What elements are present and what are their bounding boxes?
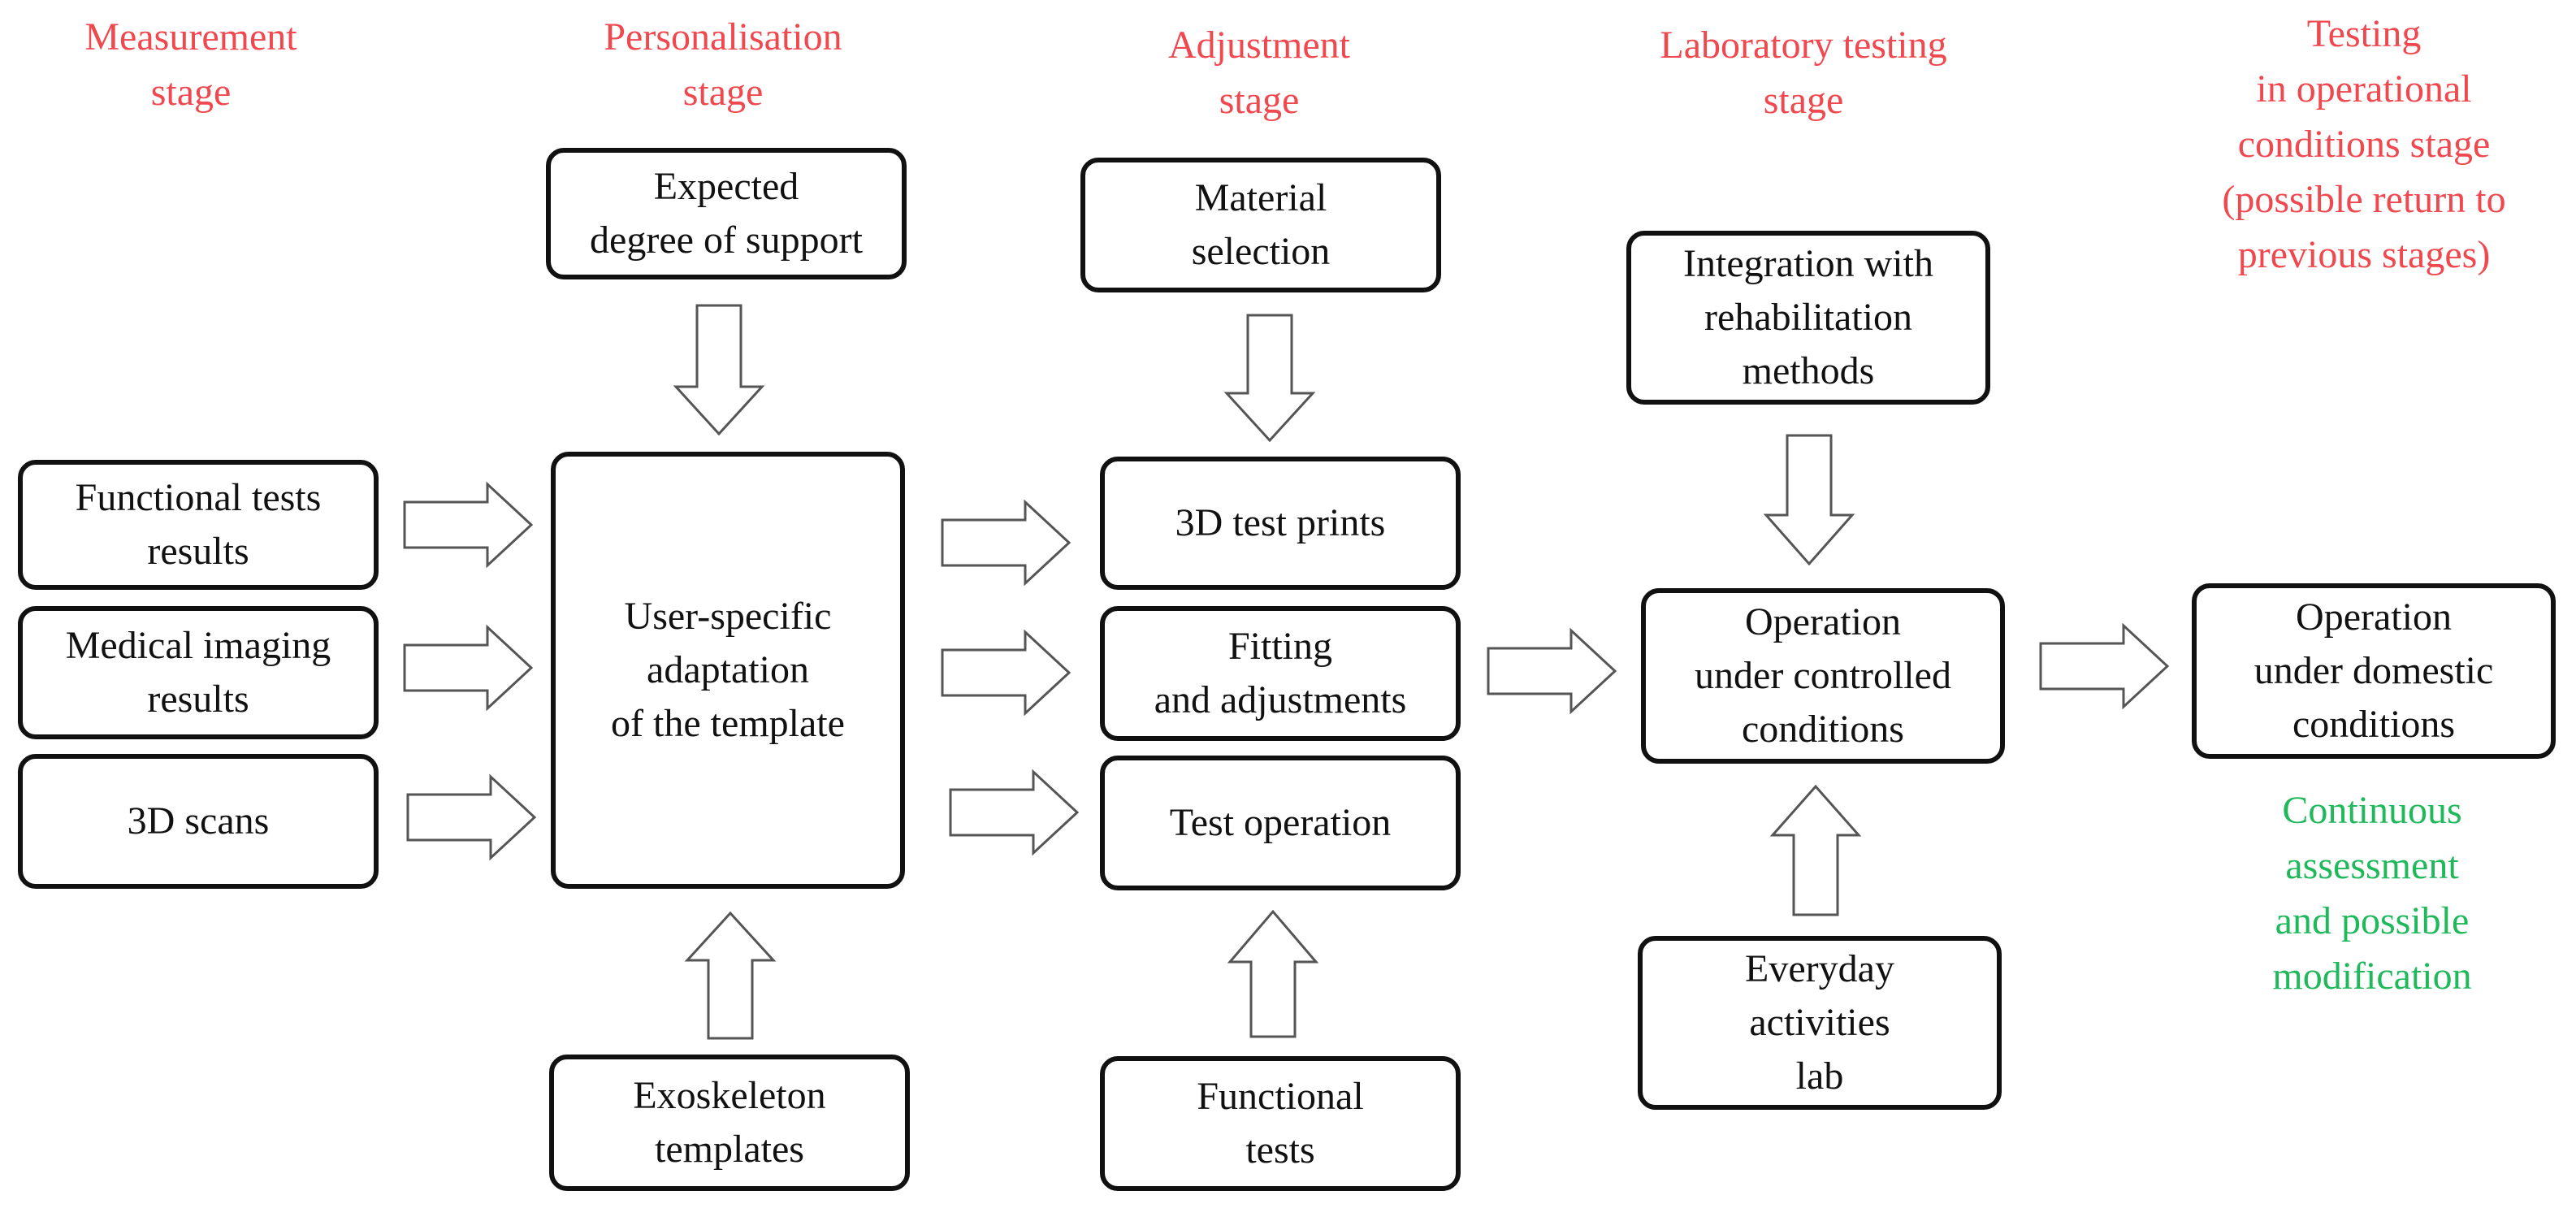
box-functional-tests-label: Functional tests xyxy=(1197,1075,1364,1172)
box-fitting-and-adjustments-label: Fitting and adjustments xyxy=(1154,625,1407,721)
box-medical-imaging-results-label: Medical imaging results xyxy=(65,624,331,721)
arrow-down-material-selection xyxy=(1223,314,1316,443)
box-3d-test-prints-label: 3D test prints xyxy=(1175,501,1386,544)
box-operation-under-controlled-conditions-label: Operation under controlled conditions xyxy=(1695,600,1951,751)
box-functional-tests-results-label: Functional tests results xyxy=(75,476,322,573)
box-operation-under-domestic-conditions-label: Operation under domestic conditions xyxy=(2253,596,2494,746)
box-exoskeleton-templates-label: Exoskeleton templates xyxy=(633,1074,826,1171)
box-operation-under-domestic-conditions: Operation under domestic conditions xyxy=(2192,583,2556,759)
box-3d-scans-label: 3D scans xyxy=(127,799,270,842)
arrow-right-medical-imaging xyxy=(403,624,534,712)
box-fitting-and-adjustments: Fitting and adjustments xyxy=(1100,606,1461,741)
header-adjustment-stage: Adjustment stage xyxy=(1168,24,1350,122)
arrow-down-expected-support xyxy=(673,304,765,436)
header-operational-testing-stage: Testing in operational conditions stage … xyxy=(2222,12,2506,276)
box-integration-with-rehabilitation: Integration with rehabilitation methods xyxy=(1626,231,1990,405)
arrow-right-to-test-operation xyxy=(949,769,1080,856)
header-measurement-stage: Measurement stage xyxy=(84,15,297,114)
box-test-operation: Test operation xyxy=(1100,756,1461,890)
arrow-up-everyday-activities xyxy=(1769,784,1862,916)
box-operation-under-controlled-conditions: Operation under controlled conditions xyxy=(1641,588,2005,764)
box-functional-tests: Functional tests xyxy=(1100,1056,1461,1191)
continuous-assessment-note: Continuous assessment and possible modif… xyxy=(2272,789,2472,998)
box-expected-degree-of-support: Expected degree of support xyxy=(546,148,907,279)
header-laboratory-testing-stage: Laboratory testing stage xyxy=(1660,24,1947,122)
box-everyday-activities-lab: Everyday activities lab xyxy=(1638,936,2002,1110)
header-personalisation-stage: Personalisation stage xyxy=(604,15,842,114)
box-3d-scans: 3D scans xyxy=(18,754,379,889)
box-material-selection-label: Material selection xyxy=(1191,176,1331,273)
box-test-operation-label: Test operation xyxy=(1169,801,1392,844)
arrow-right-to-fitting xyxy=(941,629,1072,717)
arrow-right-functional-tests xyxy=(403,481,534,569)
box-integration-with-rehabilitation-label: Integration with rehabilitation methods xyxy=(1683,242,1933,392)
arrow-right-to-test-prints xyxy=(941,499,1072,587)
box-3d-test-prints: 3D test prints xyxy=(1100,457,1461,590)
arrow-right-to-domestic-conditions xyxy=(2039,622,2170,710)
arrow-right-3d-scans xyxy=(406,773,537,861)
box-everyday-activities-lab-label: Everyday activities lab xyxy=(1745,947,1894,1098)
box-exoskeleton-templates: Exoskeleton templates xyxy=(549,1055,910,1191)
box-user-specific-adaptation: User-specific adaptation of the template xyxy=(551,452,905,889)
arrow-right-to-controlled-conditions xyxy=(1487,627,1617,715)
arrow-up-exoskeleton-templates xyxy=(684,911,777,1040)
box-expected-degree-of-support-label: Expected degree of support xyxy=(590,165,863,262)
box-user-specific-adaptation-label: User-specific adaptation of the template xyxy=(611,595,845,745)
box-functional-tests-results: Functional tests results xyxy=(18,460,379,590)
arrow-up-functional-tests xyxy=(1227,909,1319,1038)
box-medical-imaging-results: Medical imaging results xyxy=(18,606,379,739)
arrow-down-integration xyxy=(1763,434,1855,566)
box-material-selection: Material selection xyxy=(1080,158,1441,292)
